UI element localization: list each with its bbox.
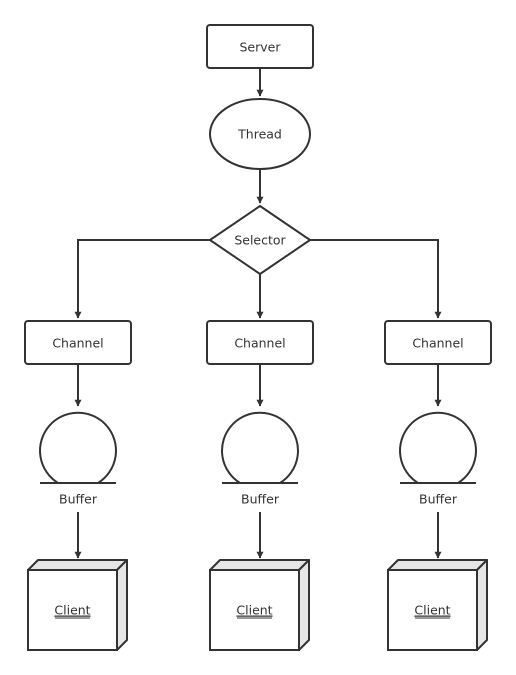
- channel-node-middle: Channel: [206, 320, 314, 365]
- channel-label: Channel: [412, 336, 463, 351]
- edge-selector-channel-left: [74, 239, 211, 319]
- client-label: Client: [414, 603, 450, 618]
- connectors: [74, 68, 442, 559]
- client-node-right: Client: [387, 559, 488, 651]
- client-node-middle: Client: [209, 559, 310, 651]
- selector-node: Selector: [208, 204, 312, 276]
- buffer-label: Buffer: [241, 492, 280, 507]
- thread-node: Thread: [209, 98, 311, 170]
- buffer-node-middle: Buffer: [221, 411, 299, 507]
- edge-selector-channel-right: [309, 239, 442, 319]
- buffer-label: Buffer: [59, 492, 98, 507]
- client-label: Client: [54, 603, 90, 618]
- channel-label: Channel: [234, 336, 285, 351]
- buffer-node-right: Buffer: [399, 411, 477, 507]
- client-label: Client: [236, 603, 272, 618]
- buffer-node-left: Buffer: [39, 411, 117, 507]
- server-label: Server: [240, 40, 282, 55]
- thread-label: Thread: [237, 127, 282, 142]
- channel-node-left: Channel: [24, 320, 132, 365]
- selector-label: Selector: [234, 233, 286, 248]
- channel-node-right: Channel: [384, 320, 492, 365]
- server-node: Server: [206, 24, 314, 69]
- client-node-left: Client: [27, 559, 128, 651]
- buffer-label: Buffer: [419, 492, 458, 507]
- channel-label: Channel: [52, 336, 103, 351]
